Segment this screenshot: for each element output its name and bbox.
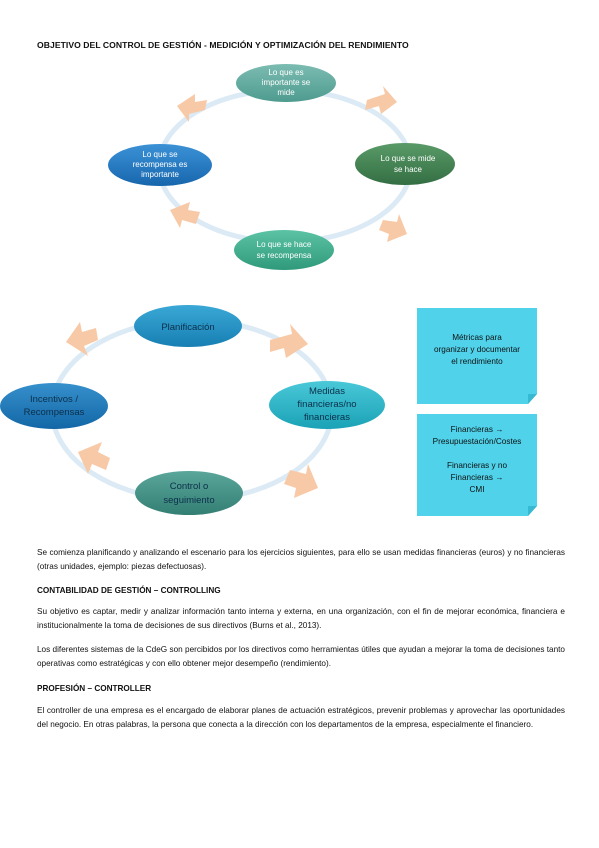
cycle-node-b-2: Medidas financieras/no financieras xyxy=(269,381,385,429)
node-label-line: Lo que es xyxy=(268,68,303,77)
node-label-line: seguimiento xyxy=(163,495,214,506)
node-label-line: financieras xyxy=(304,412,350,423)
sticky-note-financials: Financieras → Presupuestación/Costes Fin… xyxy=(417,414,537,516)
sticky-note-metrics: Métricas para organizar y documentar el … xyxy=(417,308,537,404)
note-line: CMI xyxy=(469,485,484,494)
note-line: Financieras y no xyxy=(447,461,508,470)
arrow-bottom-left xyxy=(170,202,200,228)
node-label-line: Lo que se mide xyxy=(381,154,436,163)
arrow-right-down xyxy=(379,214,407,242)
note-line: Métricas para xyxy=(452,333,502,342)
note-line: organizar y documentar xyxy=(434,345,520,354)
diagram-area: Lo que es importante se mide Lo que se m… xyxy=(0,64,537,516)
section-heading-controlling: CONTABILIDAD DE GESTIÓN – CONTROLLING xyxy=(37,586,221,595)
arrow-top-right xyxy=(365,86,397,114)
page-title: OBJETIVO DEL CONTROL DE GESTIÓN - MEDICI… xyxy=(37,40,409,50)
cycle-node-b-1: Planificación xyxy=(134,305,242,347)
paragraph-systems: Los diferentes sistemas de la CdeG son p… xyxy=(37,645,565,668)
cycle-node-b-4: Incentivos / Recompensas xyxy=(0,383,108,429)
node-label-line: Lo que se xyxy=(142,150,178,159)
note-line: Financieras → xyxy=(451,473,504,482)
paragraph-intro: Se comienza planificando y analizando el… xyxy=(37,548,565,571)
node-label-line: mide xyxy=(277,88,295,97)
arrow-b-left-up xyxy=(66,322,98,356)
arrow-b-top-right xyxy=(270,324,308,358)
paragraph-controller: El controller de una empresa es el encar… xyxy=(37,706,565,729)
node-label-line: Lo que se hace xyxy=(257,240,312,249)
note-line: Financieras → xyxy=(451,425,504,434)
node-label-line: Medidas xyxy=(309,386,345,397)
node-label-line: Recompensas xyxy=(24,407,85,418)
node-label-line: Control o xyxy=(170,481,209,492)
arrow-b-bottom-left xyxy=(78,442,110,474)
arrow-left-up xyxy=(177,94,207,122)
node-label-line: Planificación xyxy=(161,322,214,333)
cycle-node-top-4: Lo que se recompensa es importante xyxy=(108,144,212,186)
cycle-arrows-bottom xyxy=(66,322,318,498)
node-label-line: recompensa es xyxy=(133,160,188,169)
note-line: Presupuestación/Costes xyxy=(433,437,522,446)
node-label-line: se recompensa xyxy=(257,251,312,260)
node-label-line: importante xyxy=(141,170,179,179)
node-label-line: importante se xyxy=(262,78,311,87)
cycle-node-top-2: Lo que se mide se hace xyxy=(355,143,455,185)
paragraph-controlling: Su objetivo es captar, medir y analizar … xyxy=(37,607,565,630)
cycle-node-top-1: Lo que es importante se mide xyxy=(236,64,336,102)
arrow-b-right-down xyxy=(284,464,318,498)
node-label-line: se hace xyxy=(394,165,423,174)
note-line: el rendimiento xyxy=(451,357,503,366)
node-label-line: financieras/no xyxy=(297,399,356,410)
section-heading-controller: PROFESIÓN – CONTROLLER xyxy=(37,684,152,693)
cycle-arrows-top xyxy=(170,86,407,242)
cycle-node-b-3: Control o seguimiento xyxy=(135,471,243,515)
node-label-line: Incentivos / xyxy=(30,394,78,405)
cycle-node-top-3: Lo que se hace se recompensa xyxy=(234,230,334,270)
